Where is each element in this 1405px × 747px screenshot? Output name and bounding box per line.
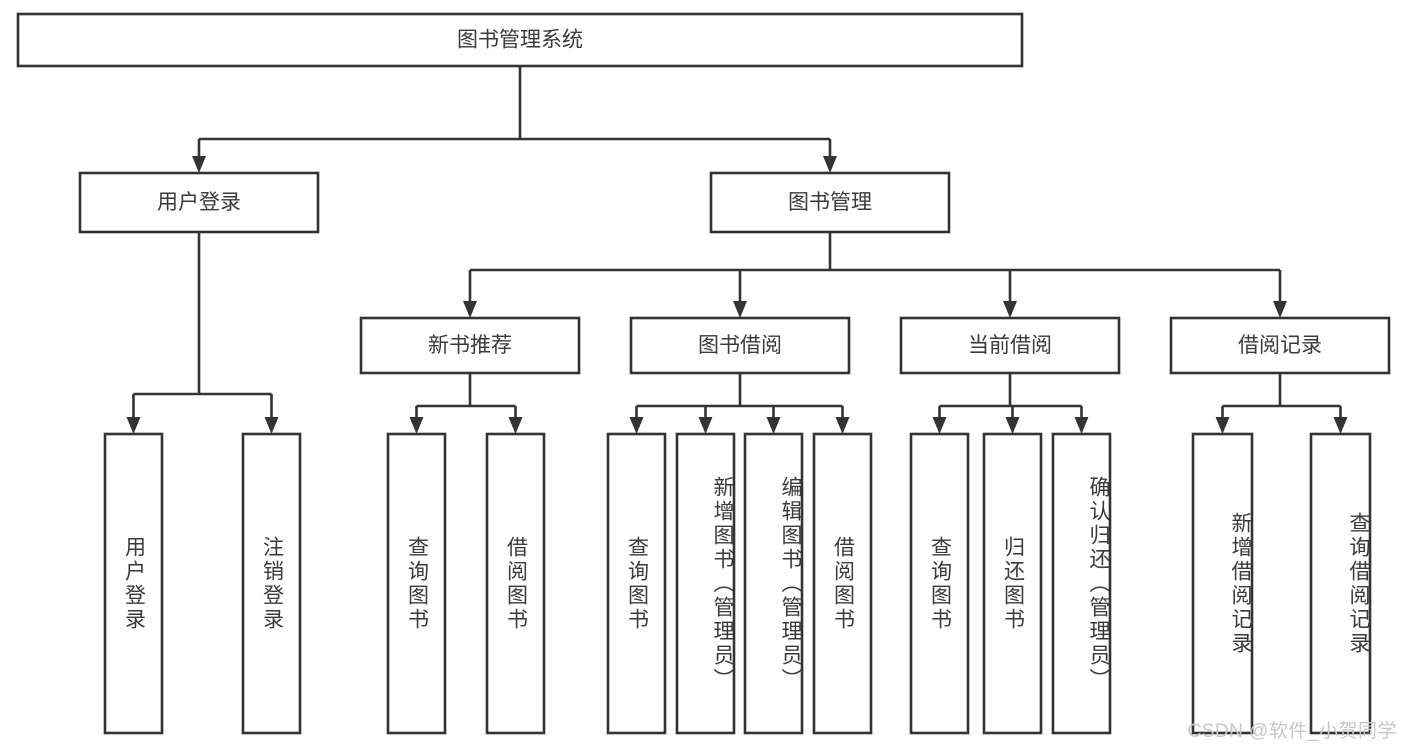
arrow-head-icon	[766, 417, 781, 434]
arrow-head-icon	[629, 417, 644, 434]
node-level3-1[interactable]	[629, 316, 851, 375]
node-leaf-6[interactable]	[743, 432, 804, 735]
arrow-head-icon	[1005, 417, 1020, 434]
node-level2-0[interactable]	[78, 171, 320, 234]
node-level3-0-label: 新书推荐	[428, 334, 512, 357]
node-leaf-1[interactable]	[241, 432, 302, 735]
node-level2-0-label: 用户登录	[157, 191, 241, 214]
arrow-head-icon	[1003, 301, 1017, 318]
node-leaf-0[interactable]	[103, 432, 164, 735]
node-leaf-10[interactable]	[1051, 432, 1112, 735]
arrow-head-icon	[1273, 301, 1287, 318]
node-leaf-2[interactable]	[386, 432, 447, 735]
arrow-head-icon	[1074, 417, 1089, 434]
node-level3-2[interactable]	[899, 316, 1121, 375]
node-leaf-11[interactable]	[1191, 432, 1254, 735]
node-leaf-3[interactable]	[485, 432, 546, 735]
arrow-head-icon	[835, 417, 850, 434]
node-root-label: 图书管理系统	[457, 29, 583, 52]
arrow-head-icon	[264, 417, 279, 434]
arrow-head-icon	[823, 156, 837, 173]
node-level2-1[interactable]	[709, 171, 951, 234]
node-leaf-7[interactable]	[812, 432, 873, 735]
arrow-head-icon	[192, 156, 206, 173]
arrow-head-icon	[932, 417, 947, 434]
arrow-head-icon	[508, 417, 523, 434]
arrow-head-icon	[463, 301, 477, 318]
node-leaf-12[interactable]	[1309, 432, 1372, 735]
node-level2-1-label: 图书管理	[788, 191, 872, 214]
node-leaf-5[interactable]	[675, 432, 736, 735]
arrow-head-icon	[1333, 417, 1348, 434]
arrow-head-icon	[733, 301, 747, 318]
node-leaf-4[interactable]	[606, 432, 667, 735]
arrow-head-icon	[698, 417, 713, 434]
node-level3-3[interactable]	[1169, 316, 1391, 375]
node-level3-1-label: 图书借阅	[698, 334, 782, 357]
boxes-layer	[16, 12, 1391, 735]
node-leaf-9[interactable]	[982, 432, 1043, 735]
watermark-text: CSDN @软件_小贺同学	[1187, 721, 1397, 742]
connectors-layer	[126, 66, 1348, 434]
arrow-head-icon	[409, 417, 424, 434]
arrow-head-icon	[1215, 417, 1230, 434]
node-level3-0[interactable]	[359, 316, 581, 375]
node-leaf-8[interactable]	[909, 432, 970, 735]
node-root[interactable]	[16, 12, 1024, 68]
node-level3-3-label: 借阅记录	[1238, 334, 1322, 357]
arrow-head-icon	[126, 417, 141, 434]
node-level3-2-label: 当前借阅	[968, 334, 1052, 357]
